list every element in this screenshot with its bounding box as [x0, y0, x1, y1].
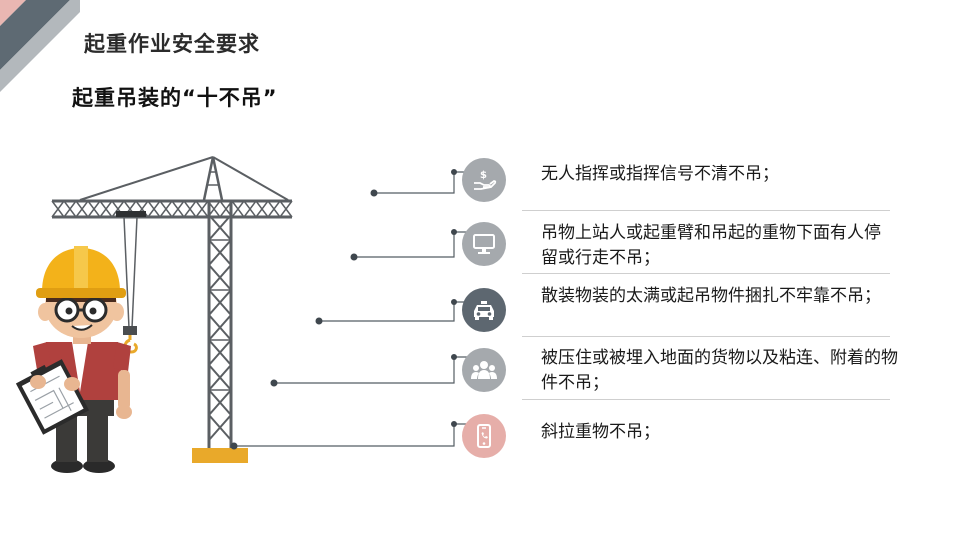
- svg-text:$: $: [480, 170, 487, 181]
- people-icon: [462, 348, 506, 392]
- rule-item-1: 无人指挥或指挥信号不清不吊；: [541, 164, 779, 184]
- section-title: 起重吊装的“十不吊”: [72, 86, 278, 110]
- rule-item-3: 散装物装的太满或起吊物件捆扎不牢靠不吊；: [541, 286, 881, 306]
- corner-decoration: [0, 0, 80, 92]
- rule-item-4: 被压住或被埋入地面的货物以及粘连、附着的物件不吊；: [541, 348, 898, 393]
- hand-money-icon: $: [462, 158, 506, 202]
- divider: [522, 336, 890, 337]
- worker: [15, 246, 132, 473]
- phone-icon: [462, 414, 506, 458]
- taxi-icon: [462, 288, 506, 332]
- monitor-icon: [462, 222, 506, 266]
- rule-item-5: 斜拉重物不吊；: [541, 422, 660, 442]
- rule-item-2: 吊物上站人或起重臂和吊起的重物下面有人停留或行走不吊；: [541, 223, 881, 268]
- divider: [522, 399, 890, 400]
- divider: [522, 210, 890, 211]
- slide-title: 起重作业安全要求: [84, 32, 260, 56]
- tower-crane: [51, 156, 293, 448]
- crane-worker-illustration: [15, 156, 293, 473]
- divider: [522, 273, 890, 274]
